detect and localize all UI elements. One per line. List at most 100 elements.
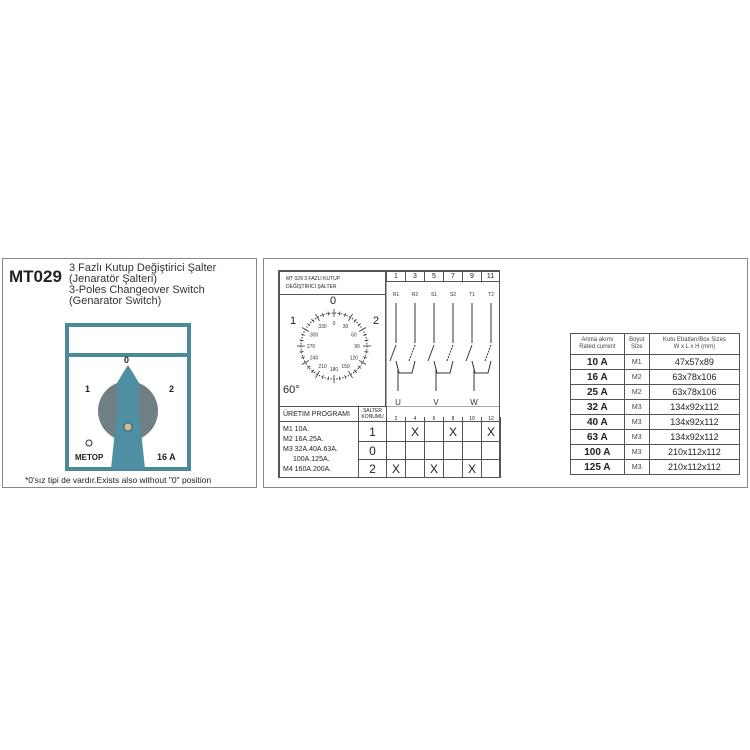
phase-label: W [470,398,478,407]
rated-current: 25 A [570,384,625,400]
dial-tick [315,313,320,322]
dial-tick [357,323,362,327]
box-dimensions: 134x92x112 [648,399,741,415]
program-list: M1 10A. M2 16A.25A. M3 32A.40A.63A. 100A… [279,421,359,478]
program-header: ÜRETIM PROGRAMI [279,406,359,422]
size: M3 [623,459,650,475]
column-header-line: W x L x H (mm) [673,344,716,350]
footnote: *0'sız tipi de vardır.Exists also withou… [25,475,212,485]
dial-position-2: 2 [373,315,380,327]
program-item: M2 16A.25A. [283,435,324,443]
switch-image [65,323,191,471]
contact-mark: X [443,421,463,442]
salter-header-line: SALTER [362,408,383,414]
dial-degree-label: 90 [354,344,360,350]
contact-mark [481,459,501,478]
dial-tick [357,365,362,369]
box-dimensions: 47x57x89 [648,354,741,370]
contact-label: S2 [450,292,456,298]
dial-degree-label: 210 [318,364,327,370]
switching-angle: 60° [283,384,300,396]
dial-tick [300,333,306,336]
dial-degree-label: 60 [351,333,357,339]
dial-tick [344,312,347,318]
dial-tick [364,339,369,342]
dial-tick [327,376,330,381]
product-title: 3 Fazlı Kutup Değiştirici Şalter (Jenara… [69,263,216,307]
dial-tick [344,374,347,380]
contact-mark: X [405,421,425,442]
dial-tick [299,339,304,342]
rating-label: 16 A [157,452,176,462]
terminal-number: 9 [462,271,482,282]
contact-mark: X [386,459,406,478]
dial-degree-label: 30 [343,324,349,330]
column-header-line: Rated current [579,344,616,350]
rated-current: 32 A [570,399,625,415]
rated-current: 100 A [570,444,625,460]
product-panel: MT029 3 Fazlı Kutup Değiştirici Şalter (… [2,258,257,488]
size: M2 [623,369,650,385]
dial-tick [338,376,341,381]
dial-tick [306,323,311,327]
brand-logo: METOP [75,453,104,462]
switch-position: 1 [358,421,387,442]
phase-label: V [433,398,439,407]
rated-current: 63 A [570,429,625,445]
terminal-number: 5 [424,271,444,282]
rated-current: 125 A [570,459,625,475]
dial-degree-label: 240 [310,356,319,362]
diagram-title: MT 029 3 FAZLI KUTUP DEĞİŞTİRİCİ ŞALTER [279,271,386,295]
dial-tick [338,311,341,316]
phase-bridge [395,360,416,374]
dial-tick [348,313,353,322]
position-2-label: 2 [169,384,175,394]
contact-mark [462,421,482,442]
specs-panel [263,258,748,488]
contact-mark [443,459,463,478]
dial-tick [358,360,367,365]
dial-tick [315,370,320,379]
dial-position-0: 0 [330,295,337,307]
phase-label: U [395,398,401,407]
dial-degree-label: 300 [310,333,319,339]
contact-mark: X [462,459,482,478]
column-header-line: Anma akımı [581,337,614,343]
contact-label: T2 [488,292,494,298]
contact-blade [484,344,492,362]
contact-mark [386,421,406,442]
dial-tick [299,350,304,353]
program-item: M4 160A.200A. [283,465,332,473]
title-line: (Genarator Switch) [69,295,162,307]
contact-label: R1 [393,292,400,298]
program-item: 100A.125A. [293,455,330,463]
box-dimensions: 134x92x112 [648,429,741,445]
contact-mark [481,441,501,460]
contact-blade [408,344,416,362]
contact-mark [424,441,444,460]
terminal-number: 7 [443,271,463,282]
box-dimensions: 134x92x112 [648,414,741,430]
dial-tick [362,333,368,336]
phase-bridge [433,360,454,374]
contact-mark: X [481,421,501,442]
product-code: MT029 [9,267,62,286]
rated-current: 10 A [570,354,625,370]
dial-tick [300,356,306,359]
contact-mark [462,441,482,460]
column-header-line: Kutu Ebatları/Box Sizes [662,337,726,343]
contact-blade [427,344,435,362]
title-line: 3 Fazlı Kutup Değiştirici Şalter [69,262,217,274]
dial-tick [348,370,353,379]
box-dimensions: 63x78x106 [648,384,741,400]
title-line: 3-Poles Changeover Switch [69,284,205,296]
